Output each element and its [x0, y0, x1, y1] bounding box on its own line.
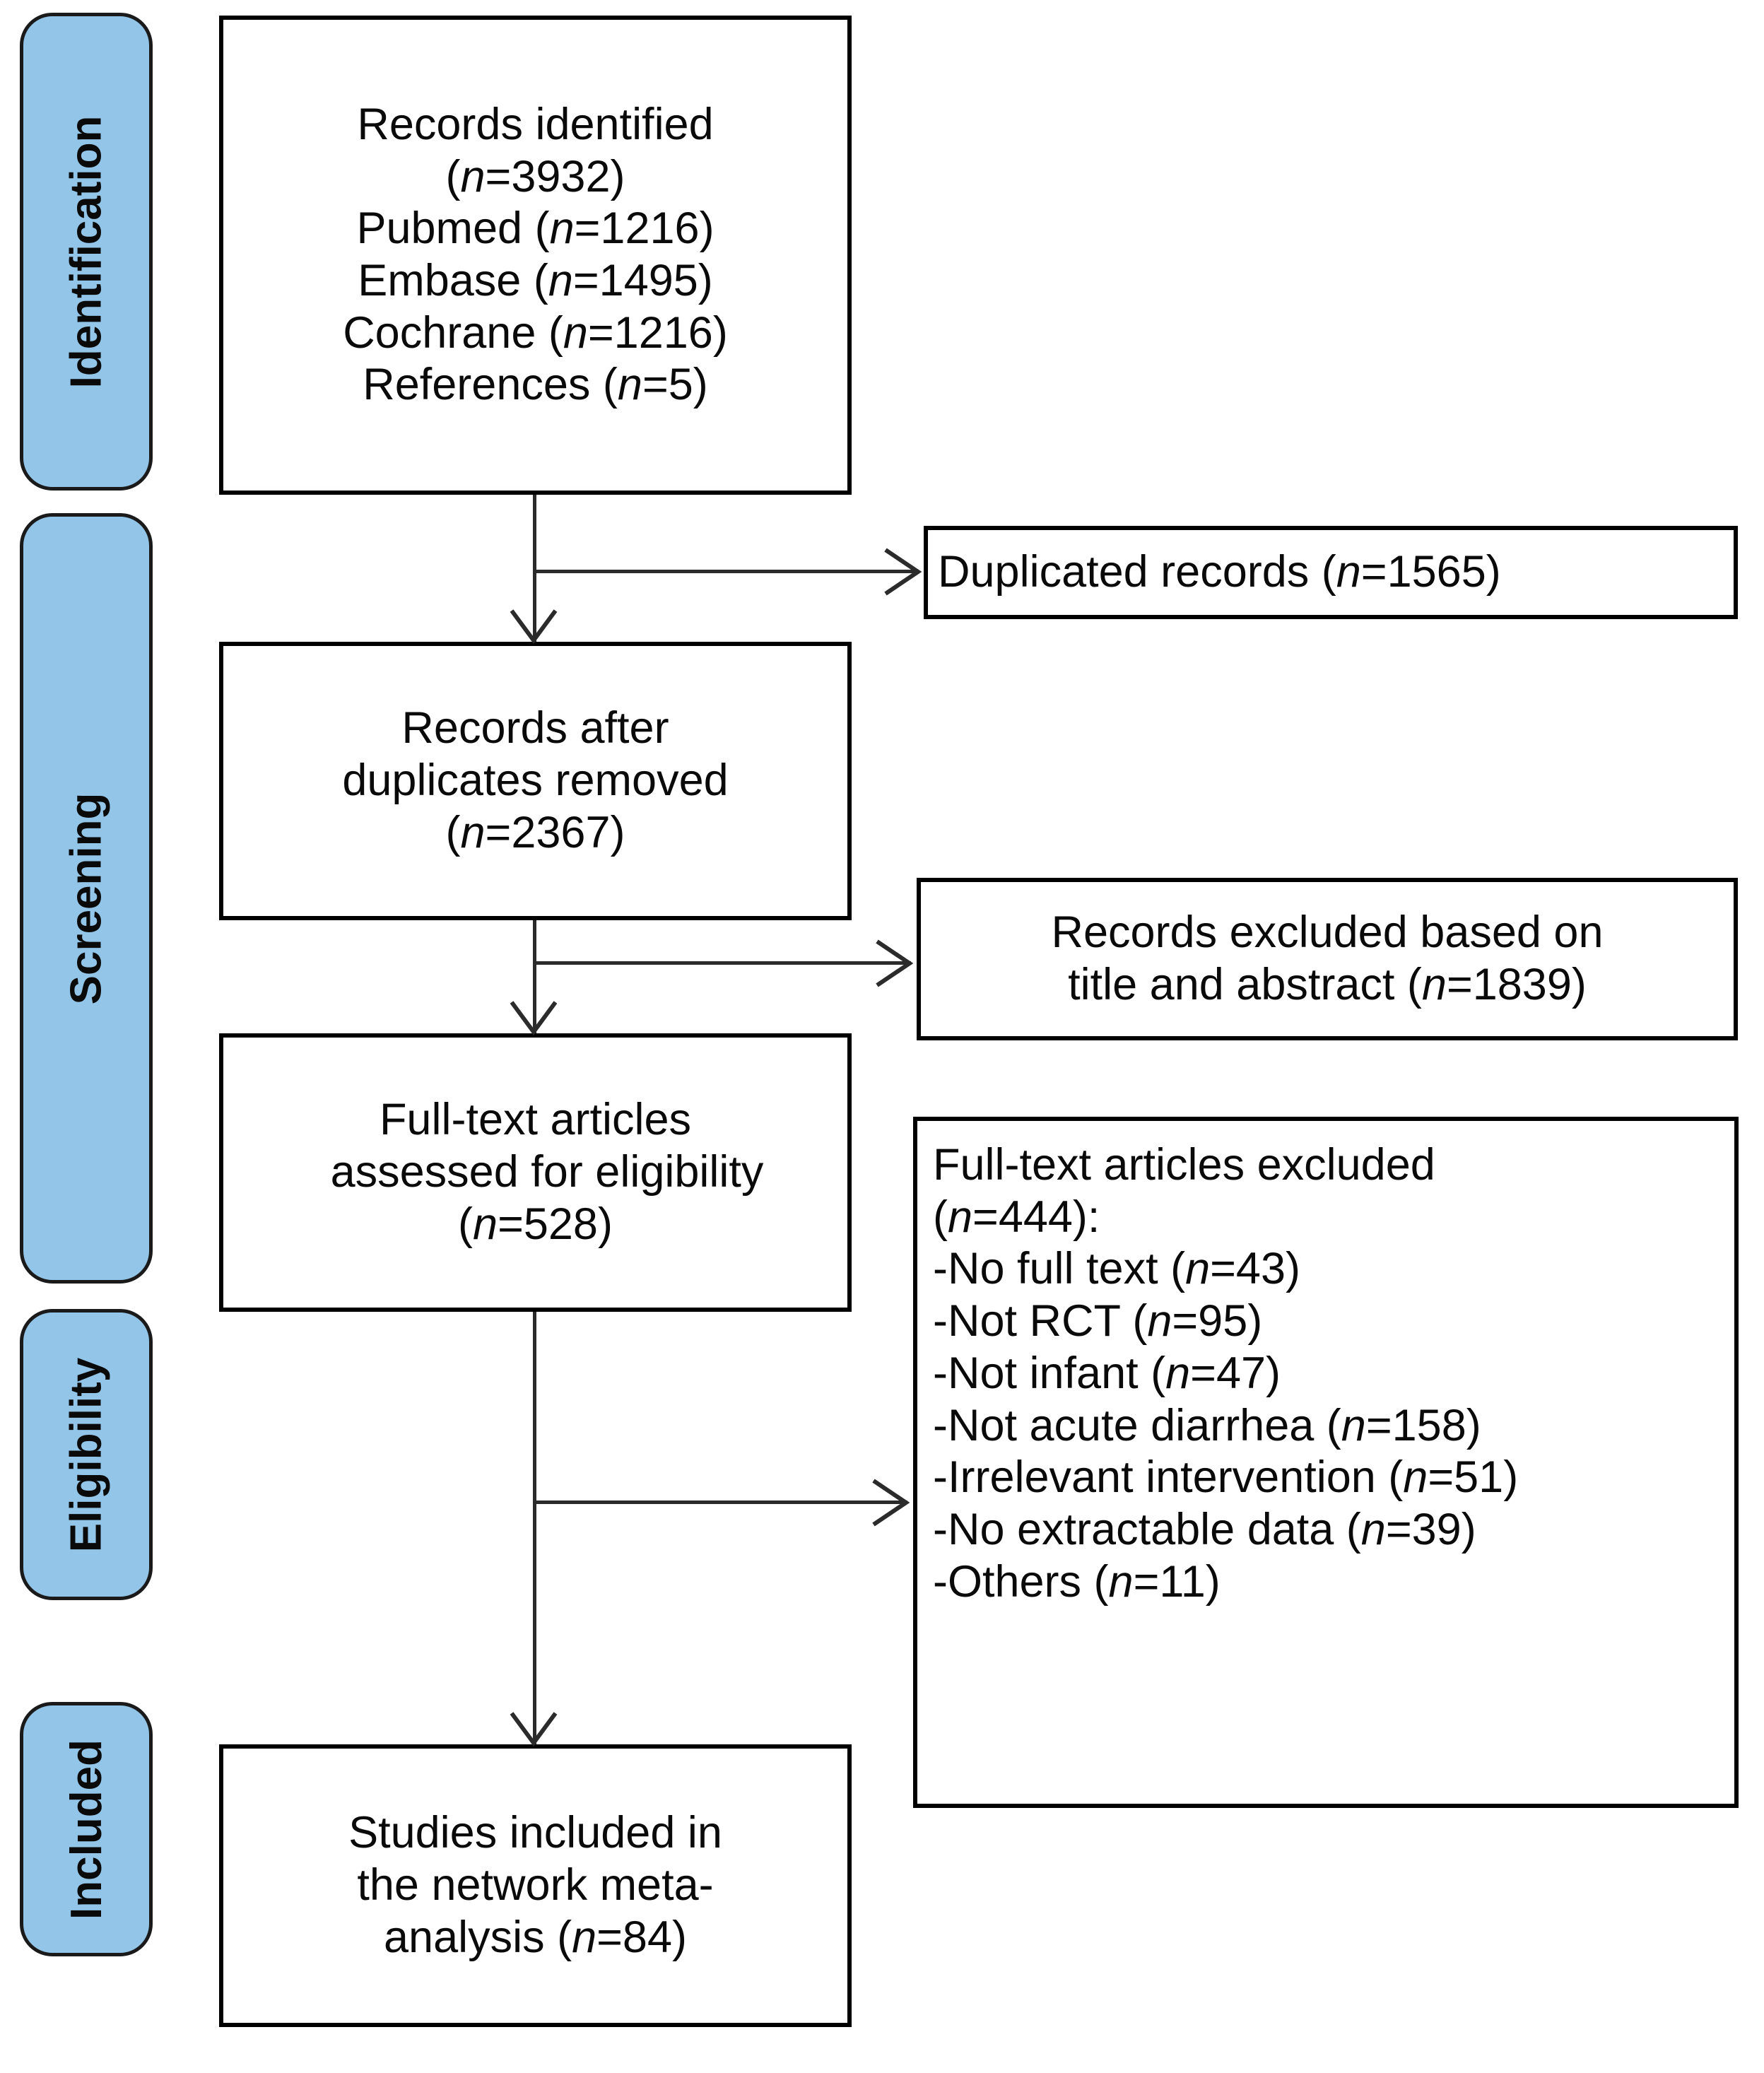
box-records-after-duplicates: Records after duplicates removed (n=2367…: [219, 642, 852, 920]
arrowhead-right-to-fulltext-excluded: [872, 1479, 910, 1527]
arrowhead-right-to-duplicated-records: [884, 548, 922, 596]
connector-fulltext-to-studies-included: [533, 1312, 536, 1744]
stage-tab-included: Included: [20, 1702, 153, 1956]
fulltext-assessed-line-2: assessed for eligibility: [330, 1147, 764, 1197]
records-excluded-line-1: Records excluded based on: [1051, 908, 1604, 958]
studies-included-line-3: analysis (n=84): [384, 1912, 687, 1962]
records-after-duplicates-line-1: Records after: [401, 703, 669, 753]
fulltext-assessed-line-3: (n=528): [458, 1199, 613, 1249]
box-records-excluded-title-abstract: Records excluded based on title and abst…: [917, 878, 1738, 1040]
fulltext-excluded-reason-others: -Others (n=11): [933, 1556, 1221, 1607]
stage-tab-identification: Identification: [20, 13, 153, 491]
fulltext-assessed-line-1: Full-text articles: [379, 1095, 692, 1145]
records-identified-line-2: (n=3932): [445, 151, 625, 201]
connector-identified-to-after-duplicates: [533, 495, 536, 642]
records-excluded-line-2: title and abstract (n=1839): [1068, 960, 1587, 1009]
connector-to-records-excluded: [533, 961, 911, 965]
arrowhead-down-to-studies-included: [510, 1712, 558, 1747]
records-identified-line-4: Embase (n=1495): [358, 256, 713, 305]
box-fulltext-excluded: Full-text articles excluded (n=444): -No…: [913, 1117, 1739, 1808]
studies-included-line-1: Studies included in: [348, 1808, 722, 1858]
box-fulltext-assessed: Full-text articles assessed for eligibil…: [219, 1033, 852, 1312]
records-after-duplicates-line-2: duplicates removed: [342, 756, 729, 806]
records-identified-line-5: Cochrane (n=1216): [343, 307, 728, 358]
stage-tab-screening-label: Screening: [61, 792, 111, 1004]
studies-included-line-2: the network meta-: [357, 1860, 714, 1910]
fulltext-excluded-reason-not-infant: -Not infant (n=47): [933, 1348, 1281, 1398]
stage-tab-eligibility-label: Eligibility: [61, 1357, 111, 1552]
fulltext-excluded-line-2: (n=444):: [933, 1192, 1100, 1242]
records-identified-line-3: Pubmed (n=1216): [356, 204, 715, 254]
fulltext-excluded-line-1: Full-text articles excluded: [933, 1140, 1435, 1190]
stage-tab-identification-label: Identification: [61, 115, 111, 388]
arrowhead-down-to-after-duplicates: [510, 609, 558, 645]
arrowhead-right-to-records-excluded: [876, 939, 914, 987]
records-identified-line-6: References (n=5): [363, 360, 708, 410]
fulltext-excluded-reason-irrelevant-intervention: -Irrelevant intervention (n=51): [933, 1452, 1519, 1503]
box-studies-included: Studies included in the network meta- an…: [219, 1744, 852, 2027]
fulltext-excluded-reason-no-full-text: -No full text (n=43): [933, 1244, 1300, 1294]
duplicated-records-line-1: Duplicated records (n=1565): [938, 547, 1501, 597]
records-identified-line-1: Records identified: [357, 99, 714, 149]
box-records-identified: Records identified (n=3932) Pubmed (n=12…: [219, 16, 852, 495]
connector-to-duplicated-records: [533, 570, 918, 573]
stage-tab-included-label: Included: [61, 1739, 111, 1920]
connector-after-duplicates-to-fulltext: [533, 920, 536, 1033]
fulltext-excluded-reason-not-rct: -Not RCT (n=95): [933, 1296, 1263, 1346]
stage-tab-eligibility: Eligibility: [20, 1309, 153, 1600]
arrowhead-down-to-fulltext: [510, 1001, 558, 1036]
box-duplicated-records: Duplicated records (n=1565): [924, 526, 1738, 619]
fulltext-excluded-reason-no-extractable-data: -No extractable data (n=39): [933, 1504, 1476, 1554]
stage-tab-screening: Screening: [20, 513, 153, 1284]
connector-to-fulltext-excluded: [533, 1501, 907, 1504]
fulltext-excluded-reason-not-acute-diarrhea: -Not acute diarrhea (n=158): [933, 1400, 1481, 1450]
records-after-duplicates-line-3: (n=2367): [445, 807, 625, 857]
